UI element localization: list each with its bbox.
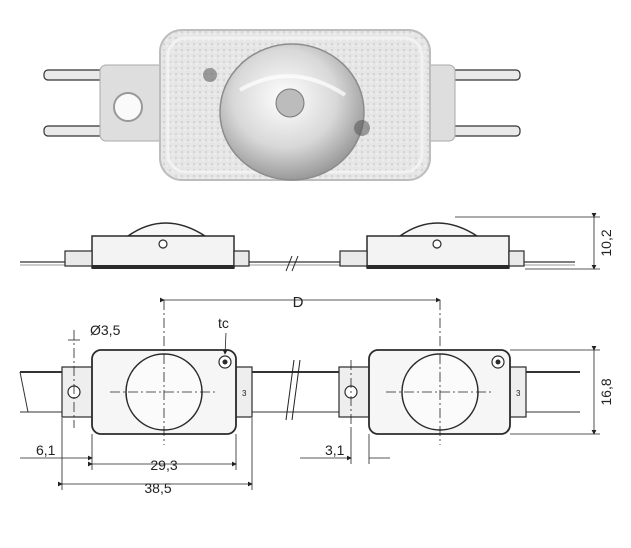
top-break-mark xyxy=(285,359,295,421)
side-view: 10,2 xyxy=(20,213,614,272)
dim-hole: Ø3,5 xyxy=(68,322,121,341)
side-break-mark xyxy=(285,255,293,272)
svg-text:3: 3 xyxy=(516,389,521,398)
side-module-2 xyxy=(339,222,525,269)
label-total-width: 38,5 xyxy=(144,480,171,496)
label-height-side: 10,2 xyxy=(598,229,614,256)
label-body-width: 29,3 xyxy=(150,457,177,473)
top-module-1: 3 xyxy=(61,349,253,435)
label-offset-right: 3,1 xyxy=(325,442,345,458)
label-height-top: 16,8 xyxy=(598,378,614,405)
dim-body-width: 29,3 xyxy=(88,457,237,473)
label-tc: tc xyxy=(218,315,229,331)
label-pitch: D xyxy=(293,294,304,311)
label-offset-left: 6,1 xyxy=(36,442,56,458)
dim-height-top: 16,8 xyxy=(510,346,614,435)
svg-text:3: 3 xyxy=(242,389,247,398)
dim-offset-left: 6,1 xyxy=(20,442,93,461)
label-hole-diameter: Ø3,5 xyxy=(90,322,121,338)
photo-mount-hole xyxy=(113,92,143,122)
dim-offset-right: 3,1 xyxy=(300,442,390,461)
module-photo xyxy=(43,29,521,181)
top-module-2: 3 xyxy=(338,349,527,435)
top-view: 3 3 D Ø3,5 xyxy=(19,294,614,496)
side-module-1 xyxy=(64,222,250,269)
dim-pitch: D xyxy=(160,294,441,311)
dim-height-side: 10,2 xyxy=(455,213,614,270)
dim-total-width: 38,5 xyxy=(58,480,253,496)
tc-callout: tc xyxy=(218,315,229,355)
